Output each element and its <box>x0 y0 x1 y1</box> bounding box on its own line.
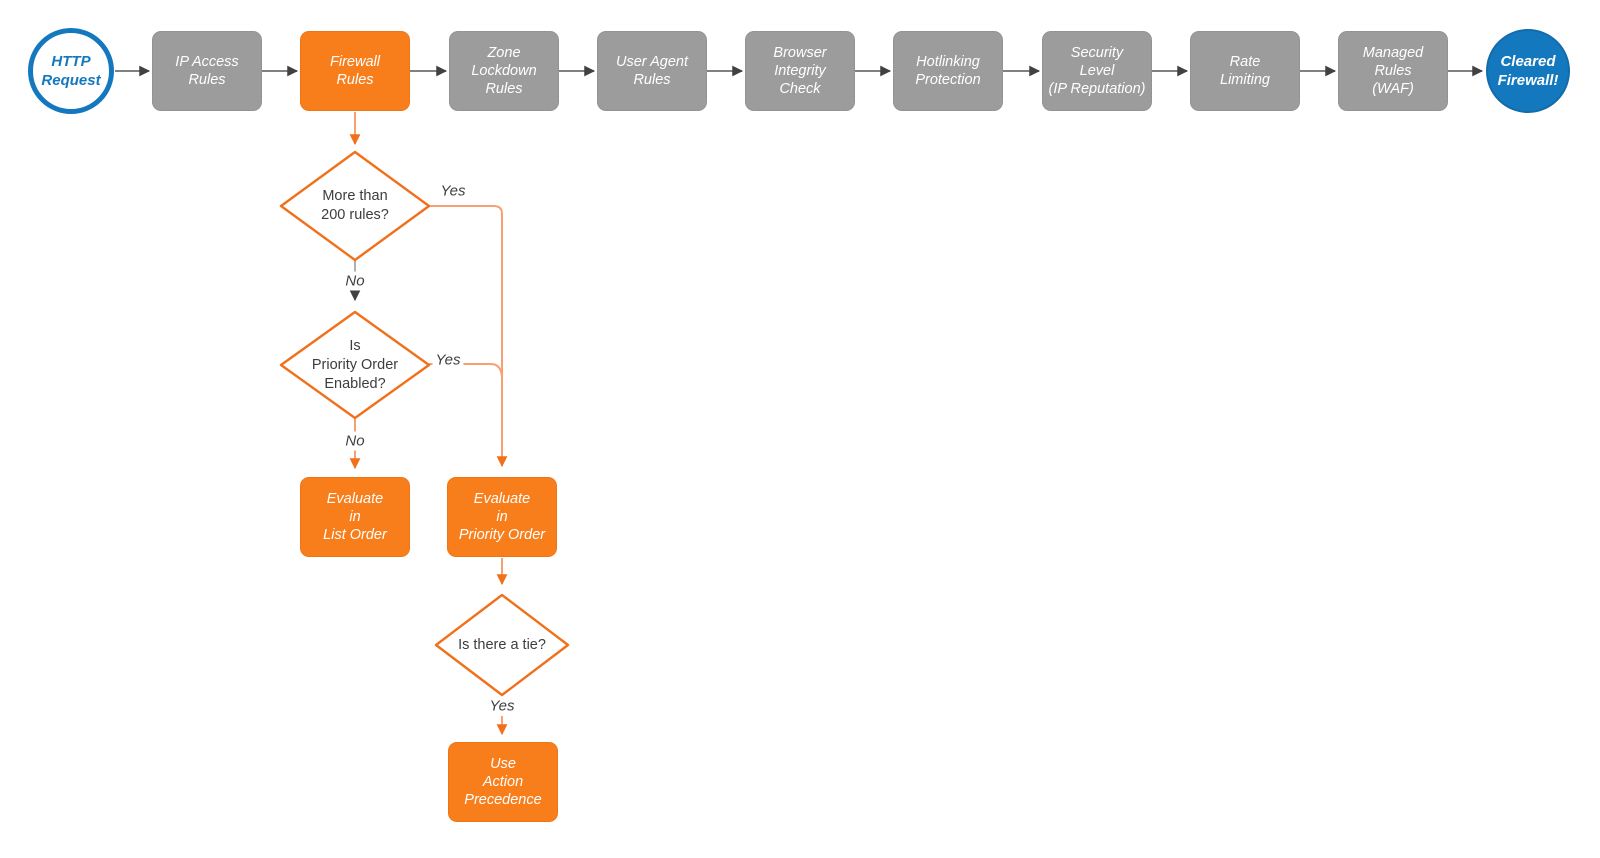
node-user-agent-rules-label: User Agent Rules <box>616 54 688 88</box>
node-ip-access-rules: IP Access Rules <box>152 31 262 111</box>
node-use-action-precedence: Use Action Precedence <box>448 742 558 822</box>
decision-is-there-a-tie <box>434 593 570 697</box>
decision-more-than-200-rules-label: More than 200 rules? <box>321 188 389 223</box>
node-rate-limiting: Rate Limiting <box>1190 31 1300 111</box>
node-ip-access-rules-label: IP Access Rules <box>175 54 239 88</box>
node-browser-integrity-check-label: Browser Integrity Check <box>773 45 827 97</box>
decision-priority-order-enabled-label: Is Priority Order Enabled? <box>311 337 399 392</box>
node-security-level: Security Level (IP Reputation) <box>1042 31 1152 111</box>
node-user-agent-rules: User Agent Rules <box>597 31 707 111</box>
node-cleared-firewall: Cleared Firewall! <box>1486 29 1570 113</box>
edge-label-decision2-no: No <box>342 431 368 451</box>
node-rate-limiting-label: Rate Limiting <box>1220 54 1270 88</box>
node-security-level-label: Security Level (IP Reputation) <box>1048 45 1146 97</box>
node-cleared-firewall-label: Cleared Firewall! <box>1497 53 1559 89</box>
decision-priority-order-enabled <box>279 310 431 420</box>
edge-label-decision1-yes: Yes <box>437 181 469 201</box>
node-zone-lockdown-rules-label: Zone Lockdown Rules <box>471 45 537 97</box>
decision-is-there-a-tie-label: Is there a tie? <box>458 636 546 653</box>
node-http-request: HTTP Request <box>28 28 114 114</box>
decision-more-than-200-rules <box>279 150 431 262</box>
node-evaluate-in-priority-order: Evaluate in Priority Order <box>447 477 557 557</box>
node-firewall-rules: Firewall Rules <box>300 31 410 111</box>
node-managed-rules-waf: Managed Rules (WAF) <box>1338 31 1448 111</box>
edge-label-decision1-no: No <box>342 271 368 291</box>
node-evaluate-in-list-order-label: Evaluate in List Order <box>323 491 387 543</box>
node-http-request-label: HTTP Request <box>41 53 101 89</box>
node-zone-lockdown-rules: Zone Lockdown Rules <box>449 31 559 111</box>
node-use-action-precedence-label: Use Action Precedence <box>464 756 542 808</box>
node-browser-integrity-check: Browser Integrity Check <box>745 31 855 111</box>
edge-label-decision3-yes: Yes <box>486 696 518 716</box>
edge-label-decision2-yes: Yes <box>432 350 464 370</box>
node-hotlinking-protection: Hotlinking Protection <box>893 31 1003 111</box>
node-evaluate-in-priority-order-label: Evaluate in Priority Order <box>458 491 546 543</box>
node-managed-rules-waf-label: Managed Rules (WAF) <box>1362 45 1424 97</box>
node-hotlinking-protection-label: Hotlinking Protection <box>915 54 981 88</box>
connector-decision2-yes-merge <box>429 363 503 378</box>
node-evaluate-in-list-order: Evaluate in List Order <box>300 477 410 557</box>
connector-decision1-yes-to-priority <box>429 205 508 468</box>
node-firewall-rules-label: Firewall Rules <box>330 54 380 88</box>
